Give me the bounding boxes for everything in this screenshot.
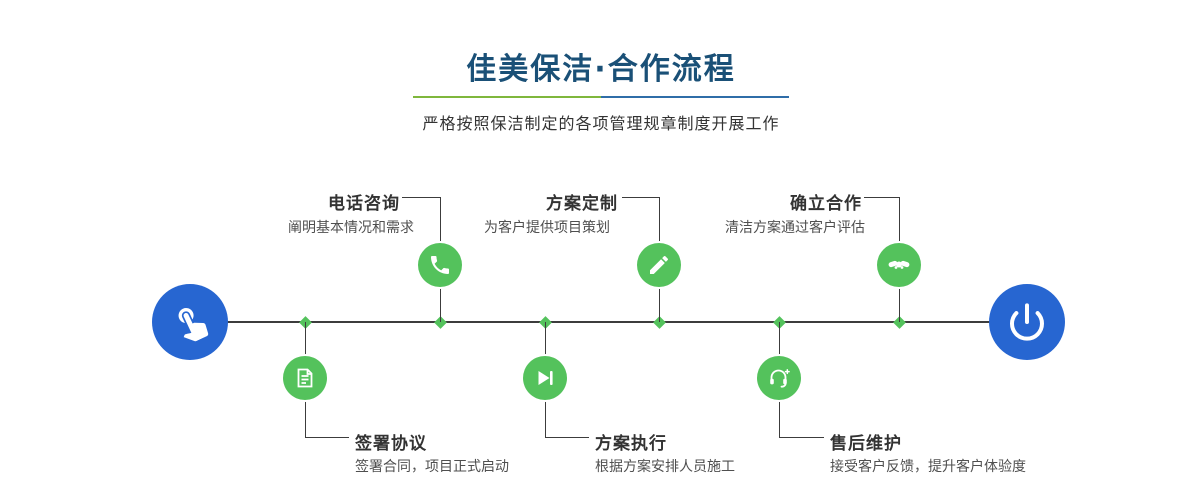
step-desc-execute: 根据方案安排人员施工 [595,459,735,475]
connector-line [659,197,660,243]
connector-line [659,287,660,322]
connector-line [305,400,306,437]
headset-icon [770,369,790,388]
page-title: 佳美保洁·合作流程 [466,52,736,87]
step-desc-aftersales: 接受客户反馈，提升客户体验度 [830,459,1026,475]
pencil-icon [650,255,669,274]
step-title-aftersales: 售后维护 [830,434,902,454]
step-node-aftersales [757,356,801,400]
power-icon [1010,303,1044,341]
pointer-hand-icon [178,308,209,342]
title-underline [413,96,789,98]
connector-line [864,197,899,198]
timeline-start-node [152,284,228,360]
connector-line [305,322,306,356]
step-desc-cooperate: 清洁方案通过客户评估 [725,220,865,236]
step-node-phone [418,243,462,287]
step-title-cooperate: 确立合作 [790,194,862,214]
step-node-contract [283,356,327,400]
contract-icon [297,368,313,388]
connector-line [899,287,900,322]
timeline-axis [190,321,1027,323]
play-next-icon [538,371,553,385]
connector-line [402,197,440,198]
connector-line [545,322,546,356]
step-node-cooperate [877,243,921,287]
connector-line [305,437,349,438]
step-node-plan [637,243,681,287]
page-subtitle: 严格按照保洁制定的各项管理规章制度开展工作 [422,114,780,133]
step-desc-phone: 阐明基本情况和需求 [288,220,414,236]
phone-icon [431,256,449,274]
handshake-icon [888,260,910,269]
connector-line [545,400,546,437]
connector-line [440,197,441,243]
step-title-contract: 签署协议 [355,434,427,454]
connector-line [545,437,589,438]
connector-line [779,437,824,438]
connector-line [440,287,441,322]
step-title-execute: 方案执行 [595,434,667,454]
step-title-plan: 方案定制 [546,194,618,214]
connector-line [622,197,659,198]
step-title-phone: 电话咨询 [328,194,400,214]
connector-line [779,322,780,356]
timeline-end-node [989,284,1065,360]
connector-line [779,400,780,437]
step-node-execute [523,356,567,400]
step-desc-contract: 签署合同，项目正式启动 [355,459,509,475]
step-desc-plan: 为客户提供项目策划 [484,220,610,236]
connector-line [899,197,900,243]
